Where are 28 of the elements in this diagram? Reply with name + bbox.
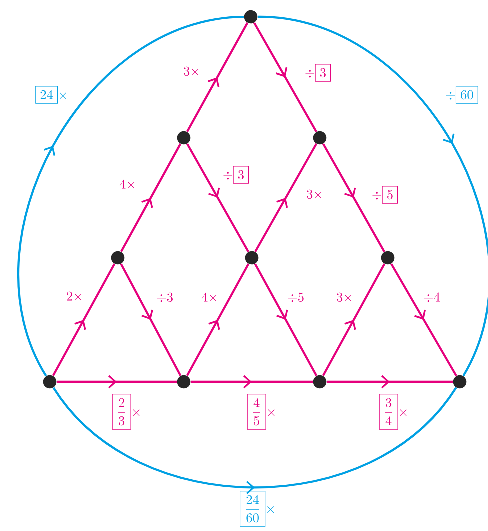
edge-label: $3\times$ bbox=[337, 292, 352, 302]
dot bbox=[381, 251, 395, 265]
dot bbox=[111, 251, 125, 265]
edge-label: $\div\boxed{3}$ bbox=[306, 64, 332, 82]
dot bbox=[43, 375, 57, 389]
dot bbox=[313, 375, 327, 389]
dot bbox=[177, 375, 191, 389]
edge-label: $\div 4$ bbox=[424, 292, 440, 302]
edge-label: $4\times$ bbox=[202, 292, 217, 302]
dot bbox=[244, 10, 258, 24]
edge-label: $\boxed{\frac{2}{3}}\times$ bbox=[112, 394, 140, 430]
edge-label: $\div\boxed{3}$ bbox=[224, 166, 250, 184]
dot bbox=[245, 251, 259, 265]
edge-label: $\div 5$ bbox=[288, 292, 304, 302]
edge-label: $2\times$ bbox=[67, 292, 82, 301]
edge-label: $\boxed{\frac{24}{60}}\times$ bbox=[240, 491, 274, 527]
edge-label: $3\times$ bbox=[307, 190, 322, 200]
dot bbox=[453, 375, 467, 389]
edge-label: $3\times$ bbox=[184, 66, 199, 76]
edge-label: $\div 3$ bbox=[157, 292, 173, 302]
edge-label: $\boxed{24}\times$ bbox=[36, 86, 66, 104]
edge-label: $\boxed{\frac{4}{5}}\times$ bbox=[247, 394, 275, 430]
edge-label: $\boxed{\frac{3}{4}}\times$ bbox=[379, 394, 407, 430]
dot bbox=[177, 131, 191, 145]
edge-label: $\div\boxed{60}$ bbox=[446, 86, 478, 104]
edge-label: $4\times$ bbox=[120, 180, 135, 189]
edge-label: $\div\boxed{5}$ bbox=[372, 186, 398, 204]
dot bbox=[313, 131, 327, 145]
